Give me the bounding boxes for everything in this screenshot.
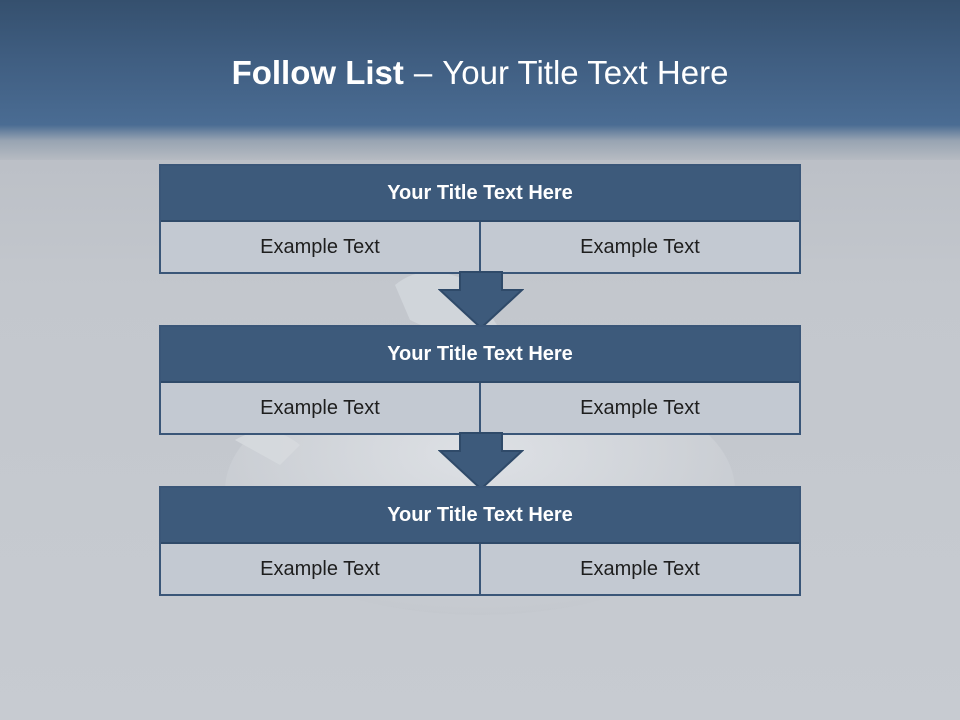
step-title-2: Your Title Text Here [161, 327, 799, 383]
step-row-1: Example Text Example Text [161, 222, 799, 272]
title-separator: – [413, 54, 433, 91]
step-2-right-cell: Example Text [479, 383, 799, 433]
down-arrow-icon [438, 432, 524, 491]
slide-title: Follow List–Your Title Text Here [0, 54, 960, 92]
step-title-3: Your Title Text Here [161, 488, 799, 544]
down-arrow-icon [438, 271, 524, 330]
step-2-left-cell: Example Text [161, 383, 479, 433]
step-block-2: Your Title Text Here Example Text Exampl… [159, 325, 801, 435]
step-row-3: Example Text Example Text [161, 544, 799, 594]
step-title-1: Your Title Text Here [161, 166, 799, 222]
step-3-left-cell: Example Text [161, 544, 479, 594]
step-1-left-cell: Example Text [161, 222, 479, 272]
header-band [0, 0, 960, 160]
title-rest-text: Your Title Text Here [442, 54, 729, 91]
step-3-right-cell: Example Text [479, 544, 799, 594]
step-row-2: Example Text Example Text [161, 383, 799, 433]
step-block-3: Your Title Text Here Example Text Exampl… [159, 486, 801, 596]
step-block-1: Your Title Text Here Example Text Exampl… [159, 164, 801, 274]
step-1-right-cell: Example Text [479, 222, 799, 272]
title-bold-text: Follow List [231, 54, 404, 91]
